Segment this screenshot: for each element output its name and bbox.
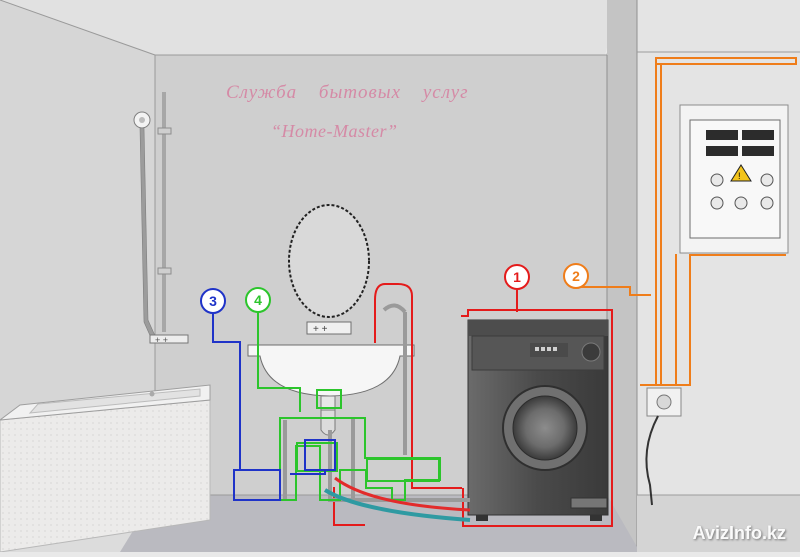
socket-icon <box>645 387 682 506</box>
bathtub <box>0 384 211 553</box>
callout-3: 3 <box>200 288 226 314</box>
svg-text:+ +: + + <box>155 335 168 345</box>
callout-2-number: 2 <box>572 268 580 284</box>
hoses <box>323 476 471 522</box>
callout-3-number: 3 <box>209 293 217 309</box>
electrical-panel: ! <box>679 104 789 254</box>
washing-machine <box>467 319 609 521</box>
mirror-icon <box>288 204 370 318</box>
watermark-text: AvizInfo.kz <box>692 523 786 543</box>
shower-icon: + + <box>133 92 189 345</box>
callout-2: 2 <box>563 263 589 289</box>
callout-4-number: 4 <box>254 292 262 308</box>
electrical-line <box>576 57 797 386</box>
right-wall <box>637 0 800 552</box>
callout-1-number: 1 <box>513 269 521 285</box>
sink: + + <box>247 321 415 436</box>
water-supply-line <box>212 314 336 501</box>
svg-text:!: ! <box>738 171 741 181</box>
warning-icon: ! <box>730 164 752 182</box>
service-brand: “Home-Master” <box>271 121 398 141</box>
service-title: Служба бытовых услуг <box>226 82 469 103</box>
ceiling-edge <box>0 0 620 55</box>
callout-4: 4 <box>245 287 271 313</box>
callout-1: 1 <box>504 264 530 290</box>
svg-text:+ +: + + <box>313 324 328 335</box>
